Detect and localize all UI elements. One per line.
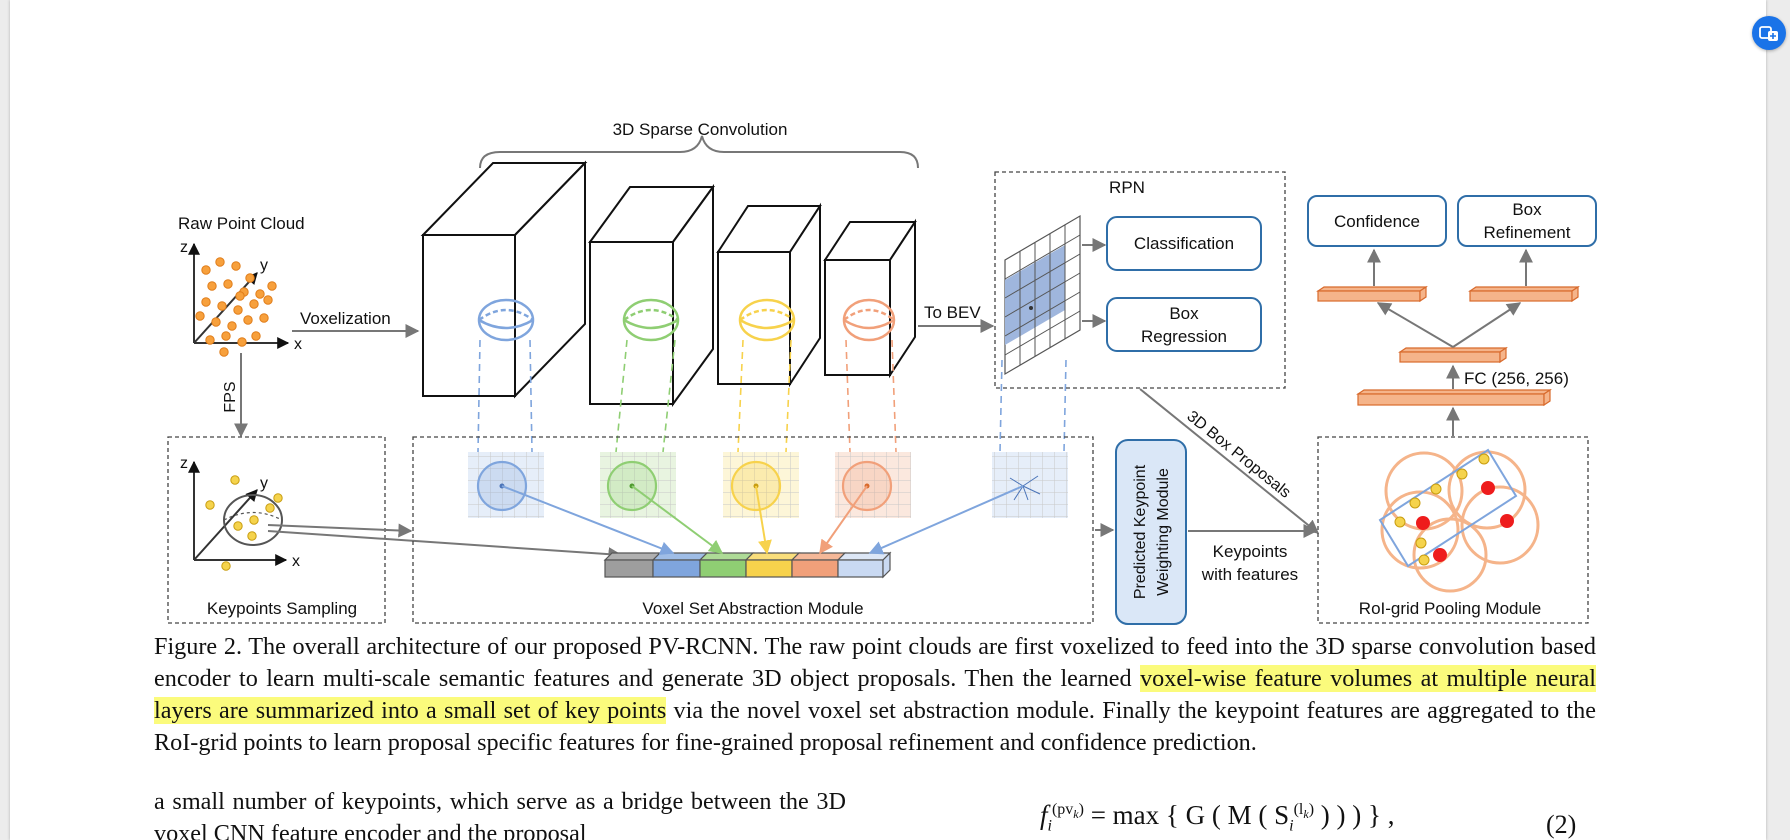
fps-label: FPS (222, 381, 239, 412)
caption-text-1: Figure 2. The overall architecture of ou… (154, 633, 1596, 692)
raw-point (195, 311, 205, 321)
feature-projection-lines (477, 339, 1067, 453)
raw-point (215, 257, 225, 267)
raw-point (219, 347, 229, 357)
proposals-arrow (1139, 388, 1320, 534)
keypoint (273, 493, 283, 503)
paper-page: 3D Sparse Convolution Raw Point Cloud z … (10, 0, 1766, 840)
raw-point (201, 297, 211, 307)
svg-text:z: z (180, 239, 188, 256)
bev-feature-map (1004, 214, 1081, 376)
raw-point (201, 265, 211, 275)
raw-point (249, 299, 259, 309)
raw-point (237, 337, 247, 347)
raw-point (251, 331, 261, 341)
keypoints-features-label-2: with features (1201, 565, 1298, 584)
voxel-grids (468, 452, 1068, 518)
keypoint-feature-vector (603, 551, 892, 579)
conv-volumes (420, 160, 917, 408)
keypoint (265, 503, 275, 513)
equation-number: (2) (1546, 810, 1577, 839)
sparse-conv-brace (479, 135, 919, 169)
raw-point (255, 289, 265, 299)
box-regression-head (1106, 297, 1262, 352)
fc-layers (1316, 285, 1580, 407)
confidence-label: Confidence (1334, 212, 1420, 231)
confidence-head (1307, 195, 1447, 247)
box-refinement-head (1457, 195, 1597, 247)
keypoint (249, 515, 259, 525)
box-refinement-label-1: Box (1512, 200, 1542, 219)
pkw-module (1115, 439, 1187, 625)
raw-point (233, 305, 243, 315)
rpn-box (994, 171, 1286, 389)
body-paragraph: a small number of keypoints, which serve… (154, 788, 846, 840)
architecture-figure: 3D Sparse Convolution Raw Point Cloud z … (167, 120, 1597, 625)
roi-pooling-label: RoI-grid Pooling Module (1359, 599, 1541, 618)
keypoints (205, 475, 283, 571)
figure-caption: Figure 2. The overall architecture of ou… (154, 631, 1596, 759)
raw-point (217, 301, 227, 311)
roi-pooling-box (1317, 436, 1589, 624)
conv-spheres (477, 298, 896, 342)
keypoints-features-label-1: Keypoints (1213, 542, 1288, 561)
rpn-label: RPN (1109, 178, 1145, 197)
raw-point (223, 279, 233, 289)
svg-text:y: y (260, 257, 268, 274)
keypoint (247, 531, 257, 541)
vsa-module-box (412, 436, 1094, 624)
translate-icon[interactable] (1752, 16, 1786, 50)
fc-connections (1367, 248, 1533, 436)
keypoint (221, 561, 231, 571)
pkw-label-2: Weighting Module (1155, 468, 1172, 596)
classification-label: Classification (1134, 234, 1234, 253)
svg-text:x: x (294, 336, 302, 353)
keypoints-arrow-2 (267, 530, 623, 562)
raw-point (231, 261, 241, 271)
raw-point (263, 295, 273, 305)
equation-2: fi(pvk) = max { G ( M ( Si(lk) ) ) ) } , (1040, 800, 1395, 835)
keypoints-sampling-box (167, 436, 386, 624)
box-regression-label-1: Box (1169, 304, 1199, 323)
raw-point (227, 321, 237, 331)
raw-point (211, 317, 221, 327)
svg-text:z: z (180, 455, 188, 472)
pkw-label-1: Predicted Keypoint (1132, 464, 1149, 599)
raw-point (267, 281, 277, 291)
to-bev-label: To BEV (924, 303, 981, 322)
raw-point-cloud-label: Raw Point Cloud (178, 214, 305, 233)
voxelization-label: Voxelization (300, 309, 391, 328)
keypoints-arrow-1 (267, 523, 413, 538)
raw-point (207, 281, 217, 291)
raw-point (235, 291, 245, 301)
keypoint (205, 500, 215, 510)
box-regression-label-2: Regression (1141, 327, 1227, 346)
vsa-module-label: Voxel Set Abstraction Module (642, 599, 863, 618)
classification-head (1106, 216, 1262, 271)
raw-point (205, 335, 215, 345)
raw-point (243, 315, 253, 325)
proposals-label: 3D Box Proposals (1183, 408, 1293, 502)
keypoint (230, 475, 240, 485)
raw-point (259, 313, 269, 323)
keypoints-axes: z y x (180, 455, 300, 570)
sparse-conv-label: 3D Sparse Convolution (613, 120, 788, 139)
roi-grid-illustration (1378, 448, 1540, 593)
caption-text-2: via the novel voxel set abstraction modu… (154, 697, 1596, 756)
keypoint (233, 521, 243, 531)
keypoints-sampling-label: Keypoints Sampling (207, 599, 357, 618)
raw-points (195, 257, 277, 357)
raw-point (245, 273, 255, 283)
fc-label: FC (256, 256) (1464, 369, 1569, 388)
svg-text:x: x (292, 553, 300, 570)
vsa-aggregation-arrows (501, 485, 1024, 555)
svg-text:y: y (260, 475, 268, 492)
raw-point (221, 331, 231, 341)
box-refinement-label-2: Refinement (1484, 223, 1571, 242)
